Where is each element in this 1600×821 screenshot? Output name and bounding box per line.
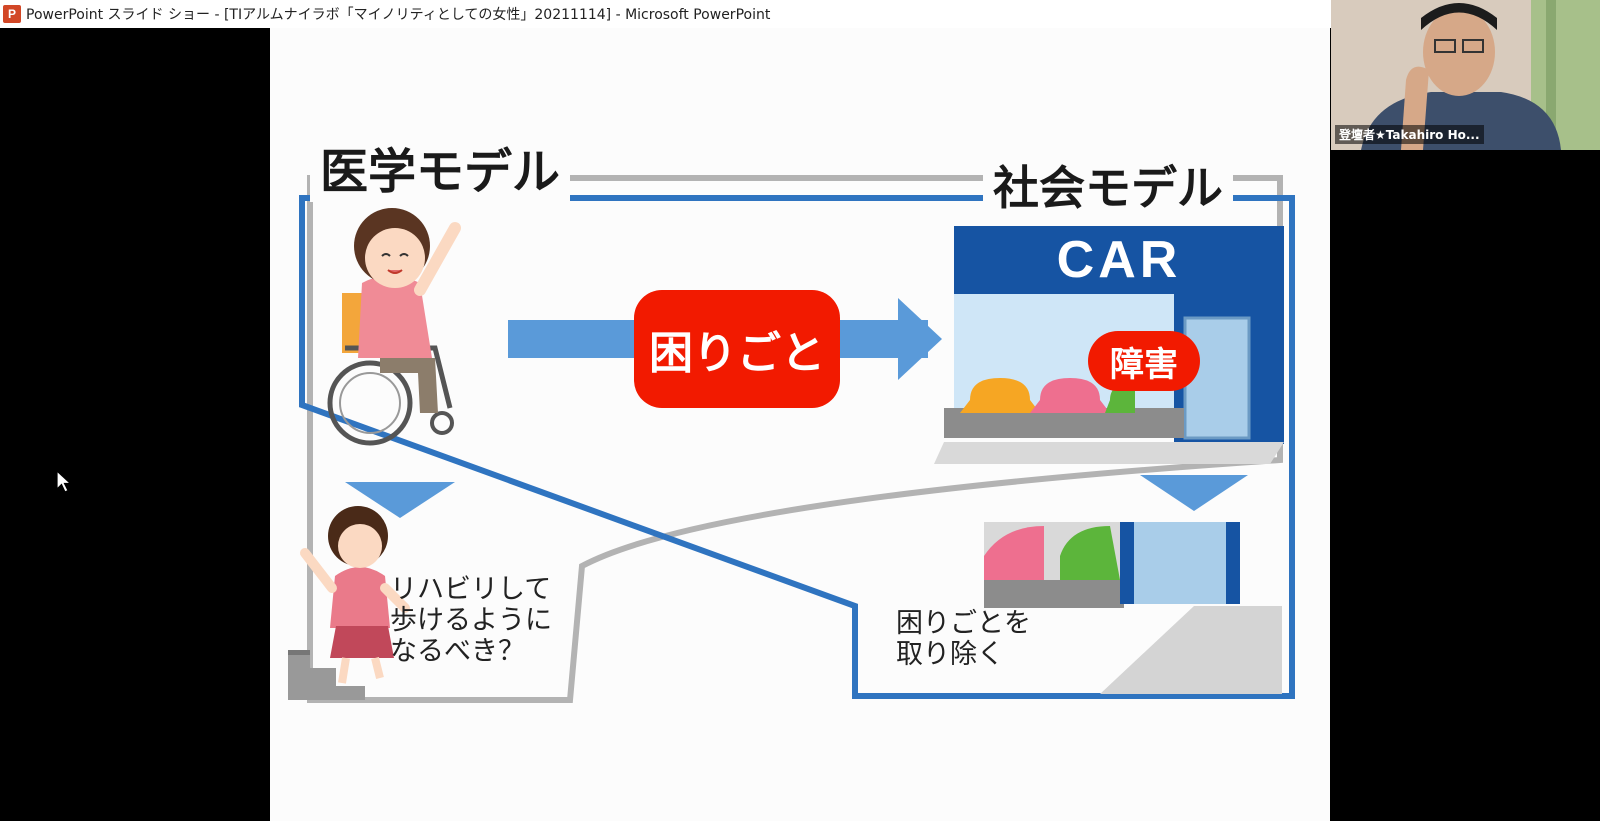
trouble-label: 困りごと (634, 290, 840, 408)
rehab-caption-line: 歩けるように (390, 605, 552, 636)
social-model-title: 社会モデル (983, 152, 1233, 218)
social-model-frame (299, 195, 1295, 699)
rehab-caption-line: リハビリして (390, 574, 552, 605)
trouble-arrow-head (898, 298, 942, 380)
participant-name-label: 登壇者★Takahiro Ho... (1335, 125, 1484, 144)
remove-caption-line: 困りごとを (896, 608, 1031, 639)
accessible-store-illustration (984, 522, 1282, 694)
window-title: PowerPoint スライド ショー - [TIアルムナイラボ「マイノリティと… (26, 7, 771, 23)
rehab-woman-illustration (288, 506, 410, 700)
rehab-caption: リハビリして 歩けるように なるべき？ (390, 574, 552, 667)
medical-model-frame (307, 175, 1283, 703)
powerpoint-icon: P (3, 5, 21, 23)
mouse-pointer-icon (56, 470, 72, 493)
wheelchair-woman-illustration (327, 208, 461, 446)
store-sign: CAR (954, 226, 1284, 294)
barrier-label: 障害 (1088, 331, 1200, 391)
slide-canvas[interactable]: 医学モデル 社会モデル 困りごと CAR 障害 リハビリして 歩けるように なる… (270, 28, 1330, 821)
webcam-video-tile[interactable]: 登壇者★Takahiro Ho... (1331, 0, 1600, 150)
car-store-illustration (934, 294, 1284, 464)
down-arrow-left (345, 482, 455, 518)
remove-caption: 困りごとを 取り除く (896, 608, 1031, 670)
remove-caption-line: 取り除く (896, 639, 1004, 670)
medical-model-title: 医学モデル (310, 132, 571, 202)
rehab-caption-line: なるべき？ (390, 636, 525, 667)
down-arrow-right (1140, 475, 1248, 511)
